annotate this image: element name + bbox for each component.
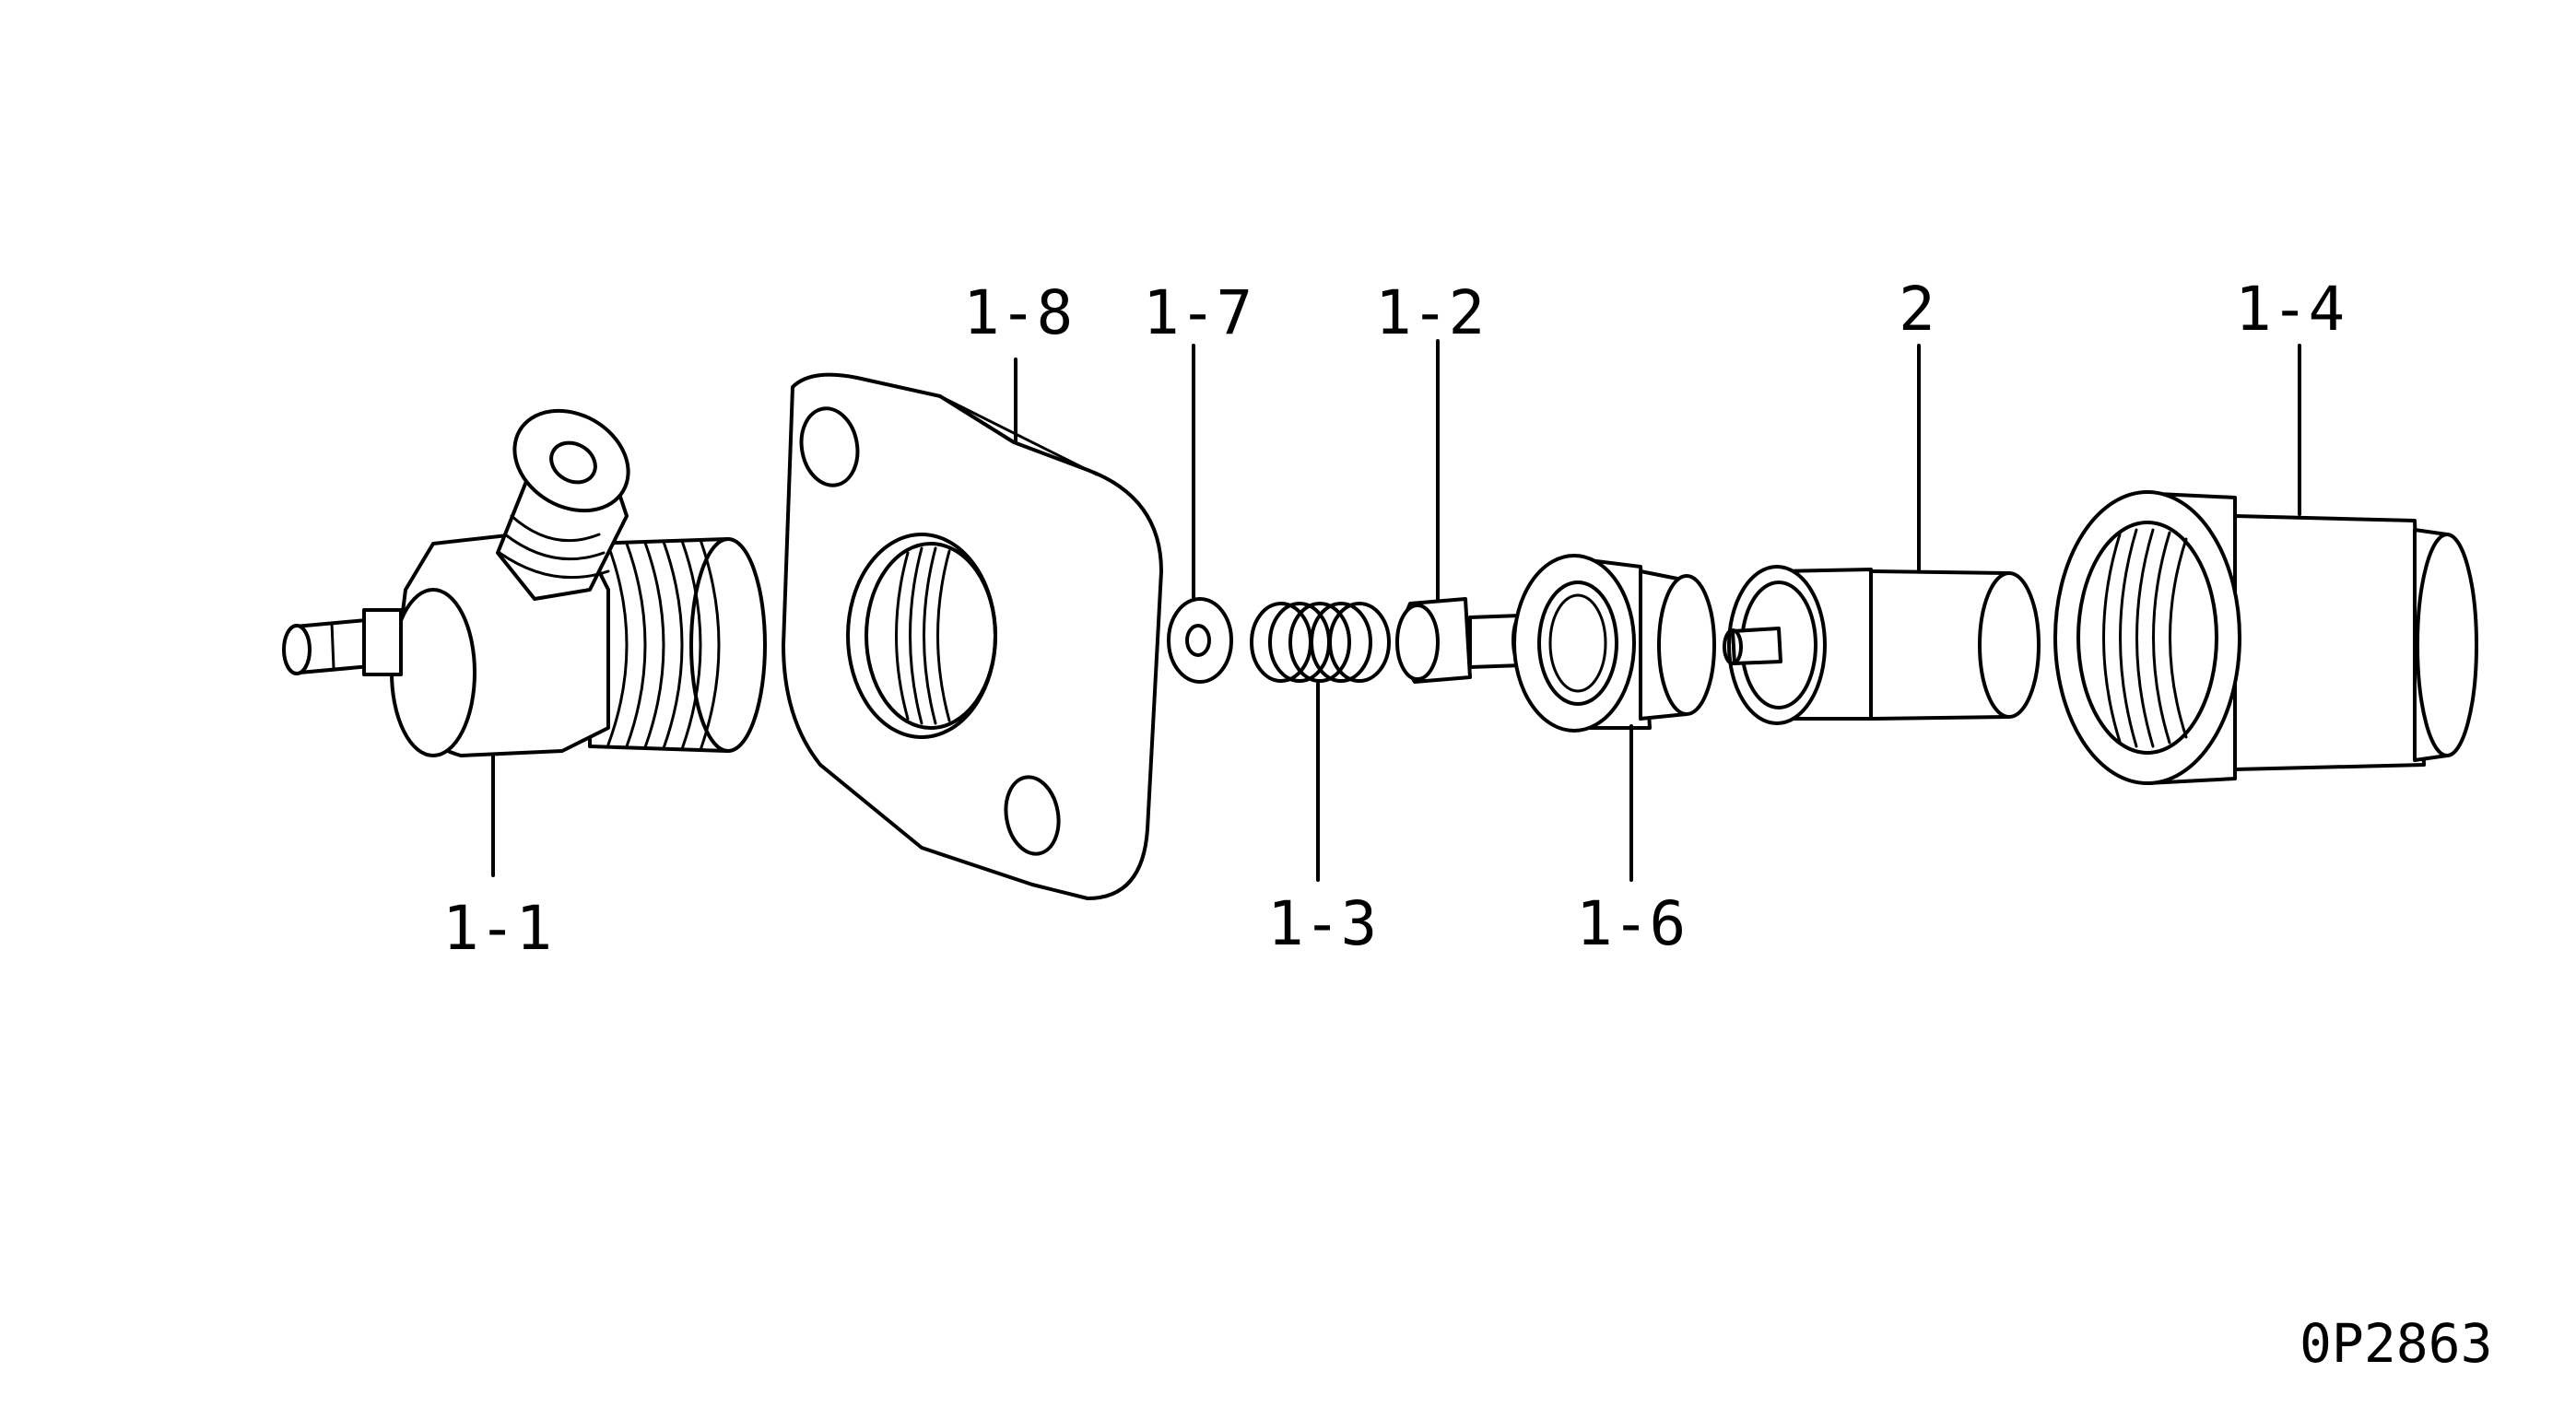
- part-1-8-flange: [782, 358, 1163, 900]
- label-1-3: 1-3: [1267, 888, 1377, 959]
- label-1-4: 1-4: [2235, 274, 2345, 345]
- part-1-3-spring: [1250, 602, 1391, 882]
- part-1-7-washer: [1167, 344, 1233, 684]
- figure-code: 0P2863: [2300, 1312, 2493, 1375]
- part-1-2-valve: [1395, 339, 1532, 684]
- label-1-2: 1-2: [1375, 277, 1485, 348]
- label-1-6: 1-6: [1576, 888, 1686, 959]
- part-1-1-holder: [282, 408, 767, 877]
- label-2: 2: [1899, 274, 1935, 345]
- part-2-assembly: [1723, 344, 2041, 725]
- label-1-1: 1-1: [442, 893, 552, 964]
- label-1-7: 1-7: [1143, 277, 1253, 348]
- part-1-6-seat: [1512, 554, 1716, 882]
- part-1-4-nut: [2053, 344, 2478, 785]
- label-1-8: 1-8: [963, 277, 1073, 348]
